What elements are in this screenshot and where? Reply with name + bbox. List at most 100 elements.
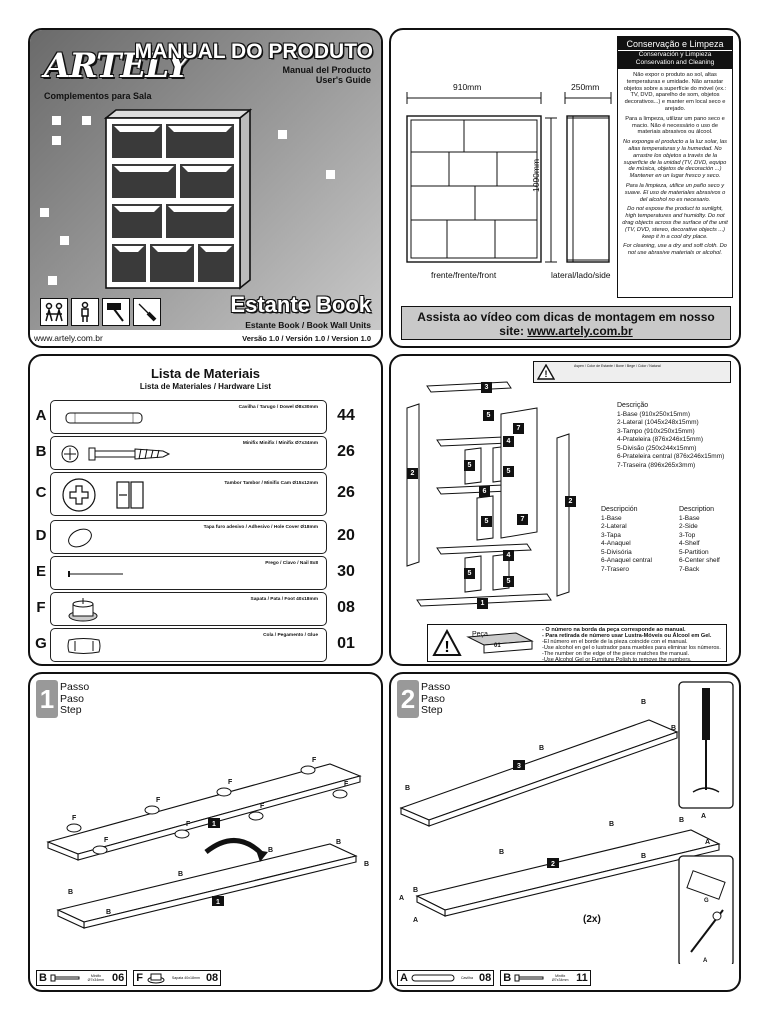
step-1-diagram: FF FF FF FF BB BB BB 1 1 [46, 757, 369, 929]
material-qty: 30 [337, 563, 355, 580]
manual-subtitle-es: Manual del Producto [282, 65, 371, 75]
material-row-f: F Sapata / Pata / Foot 40x18mm 08 [36, 592, 355, 626]
deco-square [60, 236, 69, 245]
hardware-qty: 08 [205, 972, 219, 984]
material-row-d: D Tapa furo adesivo / Adhesivo / Hole Co… [36, 520, 355, 554]
svg-text:B: B [609, 821, 614, 828]
svg-text:F: F [186, 821, 191, 828]
dimension-drawing [406, 92, 612, 263]
parts-legend-item: 2-Lateral [601, 523, 627, 530]
svg-text:B: B [641, 853, 646, 860]
piece-illustration [466, 632, 534, 654]
svg-text:!: ! [545, 369, 548, 379]
material-qty: 08 [337, 599, 355, 616]
video-link[interactable]: www.artely.com.br [527, 324, 633, 338]
part-number: 2 [407, 468, 418, 479]
material-qty: 20 [337, 527, 355, 544]
parts-legend-item: 7-Trasero [601, 565, 629, 573]
minifix-bolt-icon [61, 445, 171, 463]
website-link[interactable]: www.artely.com.br [34, 333, 103, 343]
part-number: 1 [477, 598, 488, 609]
tools-row [40, 298, 161, 326]
svg-text:B: B [364, 861, 369, 868]
material-name: Prego / Clavo / Nail 8x8 [265, 561, 318, 566]
svg-text:B: B [405, 785, 410, 792]
parts-legend-heading: Description [679, 506, 715, 513]
material-letter: G [35, 635, 47, 652]
svg-text:B: B [413, 887, 418, 894]
parts-legend-heading: Descrição [617, 402, 649, 409]
svg-text:F: F [156, 797, 161, 804]
step-number: 2 [397, 680, 419, 718]
cover-panel: ARTELY Complementos para Sala MANUAL DO … [28, 28, 383, 348]
svg-text:A: A [399, 895, 404, 902]
svg-text:F: F [228, 779, 233, 786]
material-name: Tambor Tambor / Minifix Cam Ø15x12mm [224, 481, 318, 486]
nail-icon [68, 571, 123, 577]
material-name: Sapata / Pata / Foot 40x18mm [250, 597, 318, 602]
part-number: 5 [481, 516, 492, 527]
hardware-item-b: B Minifix Ø7x34mm 11 [500, 970, 591, 986]
parts-legend-item: 5-Partition [679, 548, 709, 556]
minifix-icon [514, 974, 544, 982]
part-number: 5 [503, 576, 514, 587]
hardware-qty: 08 [478, 972, 492, 984]
care-subtitle: Conservación y Limpieza Conservation and… [618, 50, 732, 69]
parts-legend-item: 3-Tapa [601, 531, 621, 539]
dowel-icon [65, 412, 143, 424]
hardware-name: Minifix Ø7x34mm [551, 974, 569, 982]
hardware-name: Minifix Ø7x34mm [87, 974, 105, 982]
hardware-item-a: A Cavilha 08 [397, 970, 495, 986]
svg-text:F: F [344, 781, 349, 788]
material-row-e: E Prego / Clavo / Nail 8x8 30 [36, 556, 355, 590]
person-icon [71, 298, 99, 326]
parts-legend-item: 5-Divisória [601, 548, 632, 556]
parts-legend-item: 5-Divisão (250x244x15mm) [617, 444, 697, 452]
parts-legend-item: 6-Prateleira central (876x246x15mm) [617, 453, 725, 460]
part-number: 6 [479, 486, 490, 497]
warning-line: -Use Alcohol Gel or Furniture Polish to … [542, 657, 692, 664]
step-label-line: Passo [60, 681, 90, 693]
bookcase-illustration [103, 108, 253, 290]
care-text-pt: Não expor o produto ao sol, altas temper… [623, 72, 727, 112]
material-row-c: C Tambor Tambor / Minifix Cam Ø15x12mm 2… [36, 472, 355, 516]
care-subtitle-en: Conservation and Cleaning [635, 59, 715, 66]
material-row-b: B Minifix Minifix / Minifix Ø7x34mm 26 [36, 436, 355, 470]
parts-panel: ! Aspen / Color de Estante / Bone / Bege… [389, 354, 741, 666]
dowel-icon [411, 974, 455, 982]
video-banner-prefix: site: [499, 324, 528, 338]
material-qty: 44 [337, 407, 355, 424]
piece-label: Peça [472, 631, 488, 638]
multiplier-label: (2x) [583, 914, 601, 925]
part-number: 5 [503, 466, 514, 477]
step-label-line: Paso [421, 692, 445, 705]
svg-text:A: A [703, 958, 708, 964]
color-note-text: Aspen / Color de Estante / Bone / Bege /… [574, 364, 661, 368]
svg-text:A: A [701, 813, 706, 820]
video-banner-line: Assista ao vídeo com dicas de montagem e… [417, 310, 715, 324]
material-qty: 01 [337, 635, 355, 652]
numbering-warning: ! Peça 01 - O número na borda da peça co… [427, 624, 727, 664]
svg-text:F: F [104, 837, 109, 844]
warning-line: -El número en el borde de la pieza coinc… [542, 639, 688, 646]
parts-legend-item: 4-Prateleira (876x246x15mm) [617, 436, 703, 443]
material-letter: B [35, 443, 47, 460]
material-letter: E [35, 563, 46, 580]
dimensions-panel: 910mm 250mm 1090mm frente/frente/front l… [389, 28, 741, 348]
parts-legend-en: Description 1-Base 2-Side 3-Top 4-Shelf … [679, 506, 720, 574]
warning-line: -Use alcohol en gel o lustrador para mue… [542, 645, 721, 652]
care-box: Conservação e Limpeza Conservación y Lim… [617, 36, 733, 298]
svg-text:B: B [499, 849, 504, 856]
parts-legend-pt: Descrição 1-Base (910x250x15mm) 2-Latera… [617, 402, 724, 470]
foot-icon [147, 973, 165, 984]
material-name: Minifix Minifix / Minifix Ø7x34mm [242, 441, 318, 446]
svg-text:A: A [705, 839, 710, 846]
materials-panel: Lista de Materiais Lista de Materiales /… [28, 354, 383, 666]
hammer-icon [102, 298, 130, 326]
piece-number: 01 [494, 643, 501, 649]
svg-text:3: 3 [517, 763, 521, 770]
material-name: Cavilha / Tarugo / Dowel Ø8x30mm [238, 405, 318, 410]
parts-legend-item: 3-Top [679, 531, 696, 539]
